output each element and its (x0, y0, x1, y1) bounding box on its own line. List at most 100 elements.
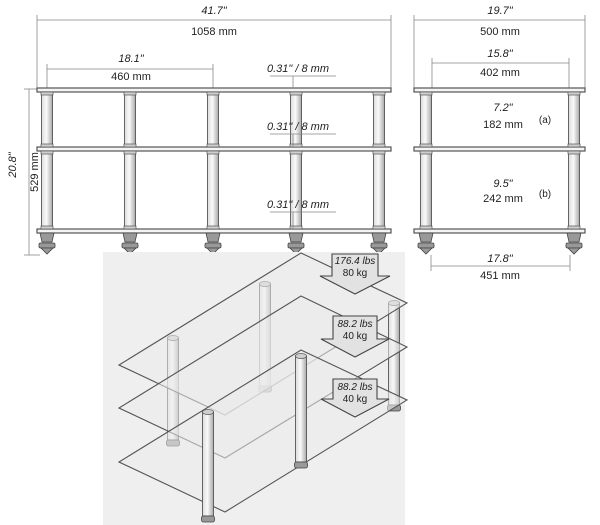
iso-post (202, 411, 214, 517)
side-middle-shelf (413, 146, 586, 152)
post-segment (373, 150, 385, 230)
side-view: 19.7" 500 mm 15.8" 402 mm 7.2" 182 mm (a… (413, 5, 586, 282)
foot-pad (417, 242, 435, 249)
foot-spike (205, 232, 221, 243)
post-cap (419, 91, 433, 96)
post-cap (40, 225, 54, 230)
post-segment (290, 150, 302, 230)
side-post-spacing-dimension: 15.8" 402 mm (431, 48, 570, 88)
load-arrow-bottom: 88.2 lbs 40 kg (320, 378, 390, 418)
side-post-spacing-mm: 402 mm (480, 67, 520, 79)
front-view: 41.7" 1058 mm 18.1" 460 mm 20.8" 529 mm (7, 5, 392, 256)
front-bottom-shelf (36, 228, 392, 234)
load-top-lbs: 176.4 lbs (335, 256, 376, 267)
front-height-mm: 529 mm (29, 152, 41, 192)
front-height-dimension: 20.8" 529 mm (7, 88, 41, 256)
post-cap (206, 91, 220, 96)
post-cap (372, 143, 386, 148)
front-width-dimension: 41.7" 1058 mm (36, 5, 392, 88)
post-segment (41, 150, 53, 230)
foot-spike (288, 232, 304, 243)
post-cap (372, 225, 386, 230)
foot-point (289, 247, 303, 255)
side-width-mm: 500 mm (480, 26, 520, 38)
post-cap (419, 225, 433, 230)
load-arrow-middle: 88.2 lbs 40 kg (320, 315, 390, 358)
shelf-thickness-bottom: 0.31" / 8 mm (267, 199, 329, 211)
post-segment (207, 150, 219, 230)
front-post-spacing-in: 18.1" (118, 53, 144, 65)
front-height-in: 20.8" (7, 151, 19, 178)
side-width-in: 19.7" (487, 5, 513, 17)
foot-spike (371, 232, 387, 243)
side-posts (417, 91, 583, 255)
front-middle-shelf (36, 146, 392, 152)
post-cap (289, 143, 303, 148)
gap-b-label: (b) (539, 189, 551, 200)
post-segment (420, 150, 432, 230)
post-cap (289, 150, 303, 155)
post-cap (372, 91, 386, 96)
gap-b-mm: 242 mm (483, 193, 523, 205)
post-segment (41, 91, 53, 148)
iso-post (295, 355, 307, 463)
foot-spike (122, 232, 138, 243)
foot-point (372, 247, 386, 255)
load-middle-lbs: 88.2 lbs (337, 319, 372, 330)
post-cap (40, 150, 54, 155)
side-base-dimension: 17.8" 451 mm (430, 253, 571, 282)
load-bottom-kg: 40 kg (343, 394, 367, 405)
iso-post-foot (294, 461, 308, 469)
post-segment (420, 91, 432, 148)
front-top-shelf (36, 87, 392, 93)
shelf-thickness-top: 0.31" / 8 mm (267, 63, 329, 75)
foot-pad (38, 242, 56, 249)
post-cap (372, 150, 386, 155)
gap-a-in: 7.2" (493, 102, 513, 114)
post-cap (567, 91, 581, 96)
foot-spike (566, 232, 582, 243)
post-cap (567, 225, 581, 230)
foot-point (40, 247, 54, 255)
foot-pad (370, 242, 388, 249)
post-cap (123, 150, 137, 155)
post-segment (290, 91, 302, 148)
post-cap (40, 91, 54, 96)
front-width-in: 41.7" (201, 5, 227, 17)
post-cap (123, 225, 137, 230)
side-width-dimension: 19.7" 500 mm (413, 5, 586, 88)
side-post-spacing-in: 15.8" (487, 48, 513, 60)
post-segment (568, 150, 580, 230)
iso-post-foot (201, 515, 215, 523)
post-cap (123, 91, 137, 96)
post-cap (567, 143, 581, 148)
side-gap-labels: 7.2" 182 mm (a) 9.5" 242 mm (b) (483, 102, 551, 205)
foot-spike (418, 232, 434, 243)
gap-a-label: (a) (539, 115, 551, 126)
post-cap (123, 143, 137, 148)
foot-pad (565, 242, 583, 249)
foot-point (567, 247, 581, 255)
isometric-front-posts (201, 353, 308, 523)
post-segment (373, 91, 385, 148)
load-middle-kg: 40 kg (343, 331, 367, 342)
side-top-shelf (413, 87, 586, 93)
side-base-width-mm: 451 mm (480, 270, 520, 282)
foot-point (206, 247, 220, 255)
gap-b-in: 9.5" (493, 178, 513, 190)
foot-pad (121, 242, 139, 249)
front-post-spacing-mm: 460 mm (111, 71, 151, 83)
side-bottom-shelf (413, 228, 586, 234)
post-cap (419, 150, 433, 155)
load-top-kg: 80 kg (343, 268, 367, 279)
post-segment (207, 91, 219, 148)
post-cap (40, 143, 54, 148)
post-cap (206, 150, 220, 155)
post-cap (567, 150, 581, 155)
load-arrow-top: 176.4 lbs 80 kg (319, 253, 391, 295)
post-cap (419, 143, 433, 148)
post-segment (568, 91, 580, 148)
shelf-thickness-middle: 0.31" / 8 mm (267, 121, 329, 133)
iso-post-top (295, 353, 307, 359)
